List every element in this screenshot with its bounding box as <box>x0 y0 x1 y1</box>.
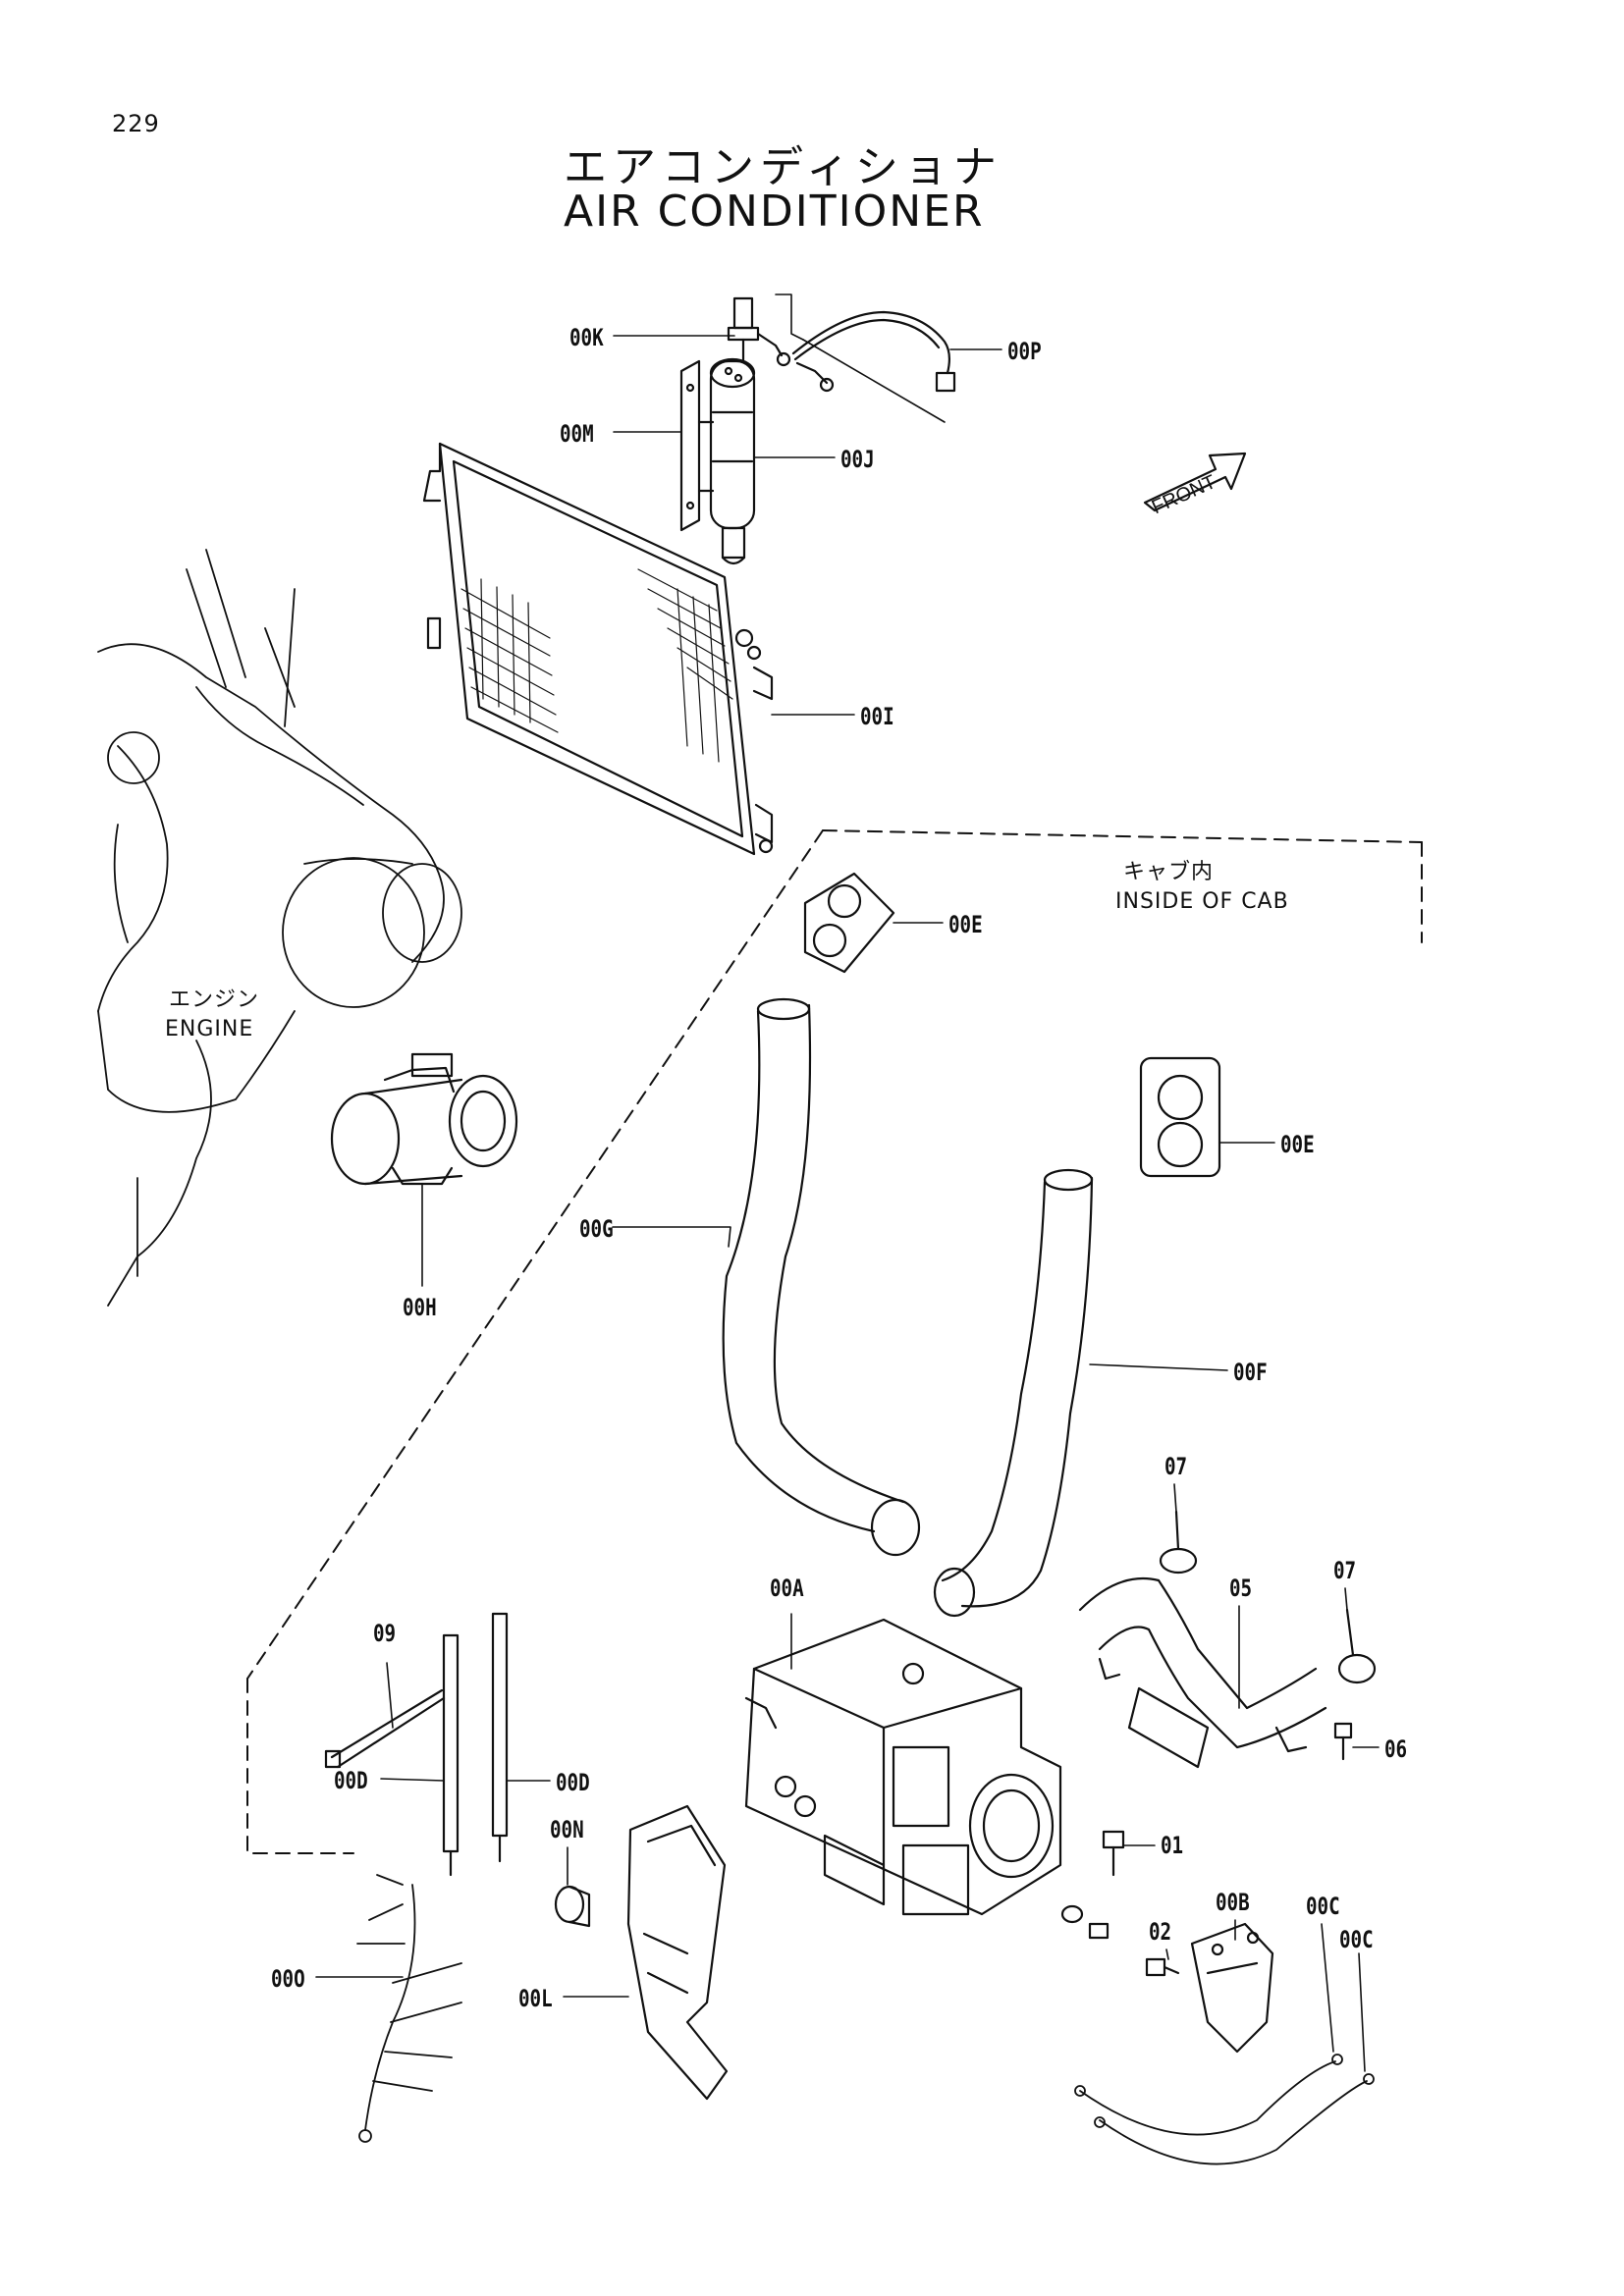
part-label-00m: 00M <box>560 420 594 448</box>
front-arrow-label: FRONT <box>1149 471 1219 518</box>
duct-05 <box>1078 1576 1327 1769</box>
part-label-02: 02 <box>1149 1918 1172 1946</box>
part-label-00j: 00J <box>840 446 875 473</box>
cables-c <box>1074 2054 1375 2165</box>
bolt-01 <box>1102 1830 1125 1877</box>
pressure-switch <box>727 296 791 367</box>
engine-outline <box>97 549 462 1307</box>
part-label-00e-right: 00E <box>1280 1131 1315 1158</box>
part-label-00o: 00O <box>271 1965 305 1993</box>
part-label-00b: 00B <box>1216 1889 1250 1916</box>
drain-hose-right <box>491 1612 509 1863</box>
bracket-b <box>1190 1922 1274 2054</box>
part-label-00c-1: 00C <box>1306 1893 1340 1920</box>
grommet-plate-right <box>1139 1056 1221 1178</box>
receiver-drier <box>709 357 756 565</box>
ac-unit <box>744 1618 1062 1916</box>
duct-hose-g <box>722 997 921 1557</box>
part-label-05: 05 <box>1229 1575 1253 1602</box>
part-label-00k: 00K <box>569 324 604 351</box>
engine-caption-en: ENGINE <box>165 1017 254 1041</box>
washer-nut <box>1060 1904 1110 1940</box>
part-label-00h: 00H <box>403 1294 437 1321</box>
duct-hose-f <box>933 1168 1094 1618</box>
part-label-01: 01 <box>1161 1832 1184 1859</box>
part-label-00e-upper: 00E <box>948 911 983 938</box>
drier-bracket <box>679 359 715 532</box>
cable-tie <box>324 1688 446 1769</box>
switch-harness <box>775 294 956 423</box>
wire-harness-o <box>356 1874 462 2143</box>
part-label-00d-right: 00D <box>556 1769 590 1796</box>
cab-caption-jp: キャブ内 <box>1123 860 1215 884</box>
part-label-07-right: 07 <box>1333 1557 1357 1584</box>
title-english: AIR CONDITIONER <box>564 187 985 237</box>
part-label-00l: 00L <box>518 1985 553 2012</box>
drain-hose-left <box>442 1633 460 1877</box>
part-label-00n: 00N <box>550 1816 584 1843</box>
front-arrow <box>1143 452 1247 512</box>
engine-caption-jp: エンジン <box>169 988 260 1012</box>
part-label-00i: 00I <box>860 703 894 730</box>
part-label-00d-left: 00D <box>334 1767 368 1794</box>
bolt-02 <box>1145 1957 1180 1977</box>
part-label-00c-2: 00C <box>1339 1926 1374 1953</box>
condenser <box>422 442 774 856</box>
cab-boundary <box>246 829 1423 1854</box>
compressor <box>330 1052 518 1186</box>
part-label-06: 06 <box>1384 1735 1408 1763</box>
part-label-07-top: 07 <box>1164 1453 1188 1480</box>
cab-caption-en: INSIDE OF CAB <box>1115 889 1289 914</box>
hose-clamp-top <box>1159 1510 1198 1575</box>
part-label-00p: 00P <box>1007 338 1042 365</box>
part-label-00g: 00G <box>579 1215 614 1243</box>
part-label-00a: 00A <box>770 1575 804 1602</box>
title-japanese: エアコンディショナ <box>564 142 1002 192</box>
grommet-plate-upper <box>803 872 895 974</box>
part-label-00f: 00F <box>1233 1359 1268 1386</box>
page-number: 229 <box>112 110 160 137</box>
hose-clamp-right <box>1337 1608 1377 1684</box>
leader-lines <box>315 335 1380 2072</box>
nozzle-n <box>554 1885 591 1928</box>
bolt-06 <box>1333 1722 1353 1761</box>
vent-duct-l <box>626 1804 729 2101</box>
part-label-09: 09 <box>373 1620 397 1647</box>
